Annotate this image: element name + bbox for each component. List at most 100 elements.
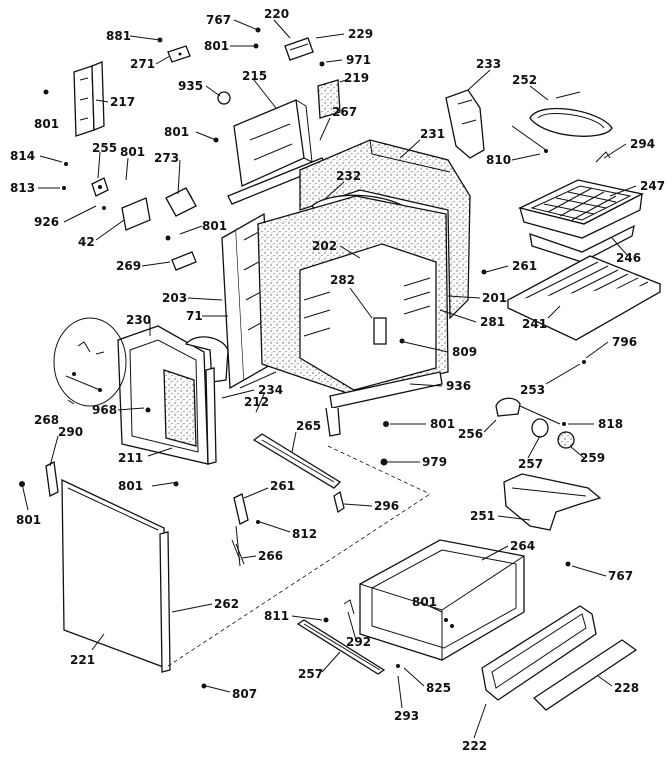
label-219: 219: [344, 71, 369, 85]
part-252-element: [529, 91, 613, 137]
label-801: 801: [16, 513, 41, 527]
label-801: 801: [118, 479, 143, 493]
label-935: 935: [178, 79, 203, 93]
label-801: 801: [204, 39, 229, 53]
label-71: 71: [186, 309, 203, 323]
part-296-screw: [333, 490, 345, 514]
label-273: 273: [154, 151, 179, 165]
label-807: 807: [232, 687, 257, 701]
part-255-switch: [91, 177, 109, 197]
label-767: 767: [608, 569, 633, 583]
label-251: 251: [470, 509, 495, 523]
label-767: 767: [206, 13, 231, 27]
label-202: 202: [312, 239, 337, 253]
label-42: 42: [78, 235, 95, 249]
label-801: 801: [120, 145, 145, 159]
label-290: 290: [58, 425, 83, 439]
part-269-clip: [171, 251, 197, 271]
label-281: 281: [480, 315, 505, 329]
part-273-box: [165, 187, 197, 217]
part-230-side-panel: [117, 325, 229, 465]
label-818: 818: [598, 417, 623, 431]
label-813: 813: [10, 181, 35, 195]
label-801: 801: [412, 595, 437, 609]
label-261: 261: [512, 259, 537, 273]
label-262: 262: [214, 597, 239, 611]
label-229: 229: [348, 27, 373, 41]
label-265: 265: [296, 419, 321, 433]
part-219-plate: [317, 79, 341, 119]
part-256-knob-set: [495, 397, 575, 449]
label-255: 255: [92, 141, 117, 155]
label-811: 811: [264, 609, 289, 623]
label-241: 241: [522, 317, 547, 331]
part-215-panel: [217, 91, 313, 187]
label-217: 217: [110, 95, 135, 109]
part-292-fastener: [343, 599, 400, 668]
label-809: 809: [452, 345, 477, 359]
label-296: 296: [374, 499, 399, 513]
label-231: 231: [420, 127, 445, 141]
part-264-drawer: [359, 539, 525, 661]
label-232: 232: [336, 169, 361, 183]
part-271-bracket: [167, 45, 191, 63]
label-801: 801: [34, 117, 59, 131]
label-271: 271: [130, 57, 155, 71]
label-264: 264: [510, 539, 535, 553]
label-971: 971: [346, 53, 371, 67]
label-257: 257: [298, 667, 323, 681]
label-810: 810: [486, 153, 511, 167]
label-246: 246: [616, 251, 641, 265]
label-228: 228: [614, 681, 639, 695]
part-229-bracket: [284, 37, 314, 61]
label-211: 211: [118, 451, 143, 465]
label-881: 881: [106, 29, 131, 43]
label-259: 259: [580, 451, 605, 465]
part-233-trim: [445, 89, 485, 159]
label-936: 936: [446, 379, 471, 393]
label-222: 222: [462, 739, 487, 753]
part-221-door: [45, 461, 167, 669]
part-228-trim: [532, 639, 638, 711]
label-252: 252: [512, 73, 537, 87]
part-217-bracket: [73, 61, 105, 137]
part-241-rack: [506, 255, 662, 341]
assembly-dashes: [167, 445, 431, 667]
part-268-detail: [53, 317, 127, 407]
part-262-trim: [159, 531, 171, 673]
fasteners: [19, 27, 586, 689]
part-labels: 881 767 220 229 801 271 971 935 215 219 …: [10, 7, 665, 753]
label-293: 293: [394, 709, 419, 723]
label-801: 801: [202, 219, 227, 233]
label-220: 220: [264, 7, 289, 21]
label-215: 215: [242, 69, 267, 83]
label-968: 968: [92, 403, 117, 417]
label-825: 825: [426, 681, 451, 695]
label-233: 233: [476, 57, 501, 71]
label-801: 801: [164, 125, 189, 139]
label-234: 234: [258, 383, 283, 397]
part-212-frame: [239, 371, 277, 389]
label-261: 261: [270, 479, 295, 493]
label-256: 256: [458, 427, 483, 441]
label-253: 253: [520, 383, 545, 397]
label-257: 257: [518, 457, 543, 471]
label-926: 926: [34, 215, 59, 229]
part-265-rail: [252, 433, 342, 489]
label-292: 292: [346, 635, 371, 649]
leader-lines: [21, 19, 637, 739]
label-201: 201: [482, 291, 507, 305]
part-936-door-frame: [325, 371, 443, 437]
label-814: 814: [10, 149, 35, 163]
part-201-liner: [257, 195, 449, 395]
part-246-pan-body: [529, 224, 635, 263]
part-42-bracket: [121, 197, 151, 231]
part-247-pan: [518, 179, 644, 239]
part-810-wire: [511, 125, 548, 153]
part-257-slide: [296, 619, 386, 675]
label-796: 796: [612, 335, 637, 349]
label-203: 203: [162, 291, 187, 305]
label-266: 266: [258, 549, 283, 563]
part-261-hinge: [231, 493, 260, 567]
